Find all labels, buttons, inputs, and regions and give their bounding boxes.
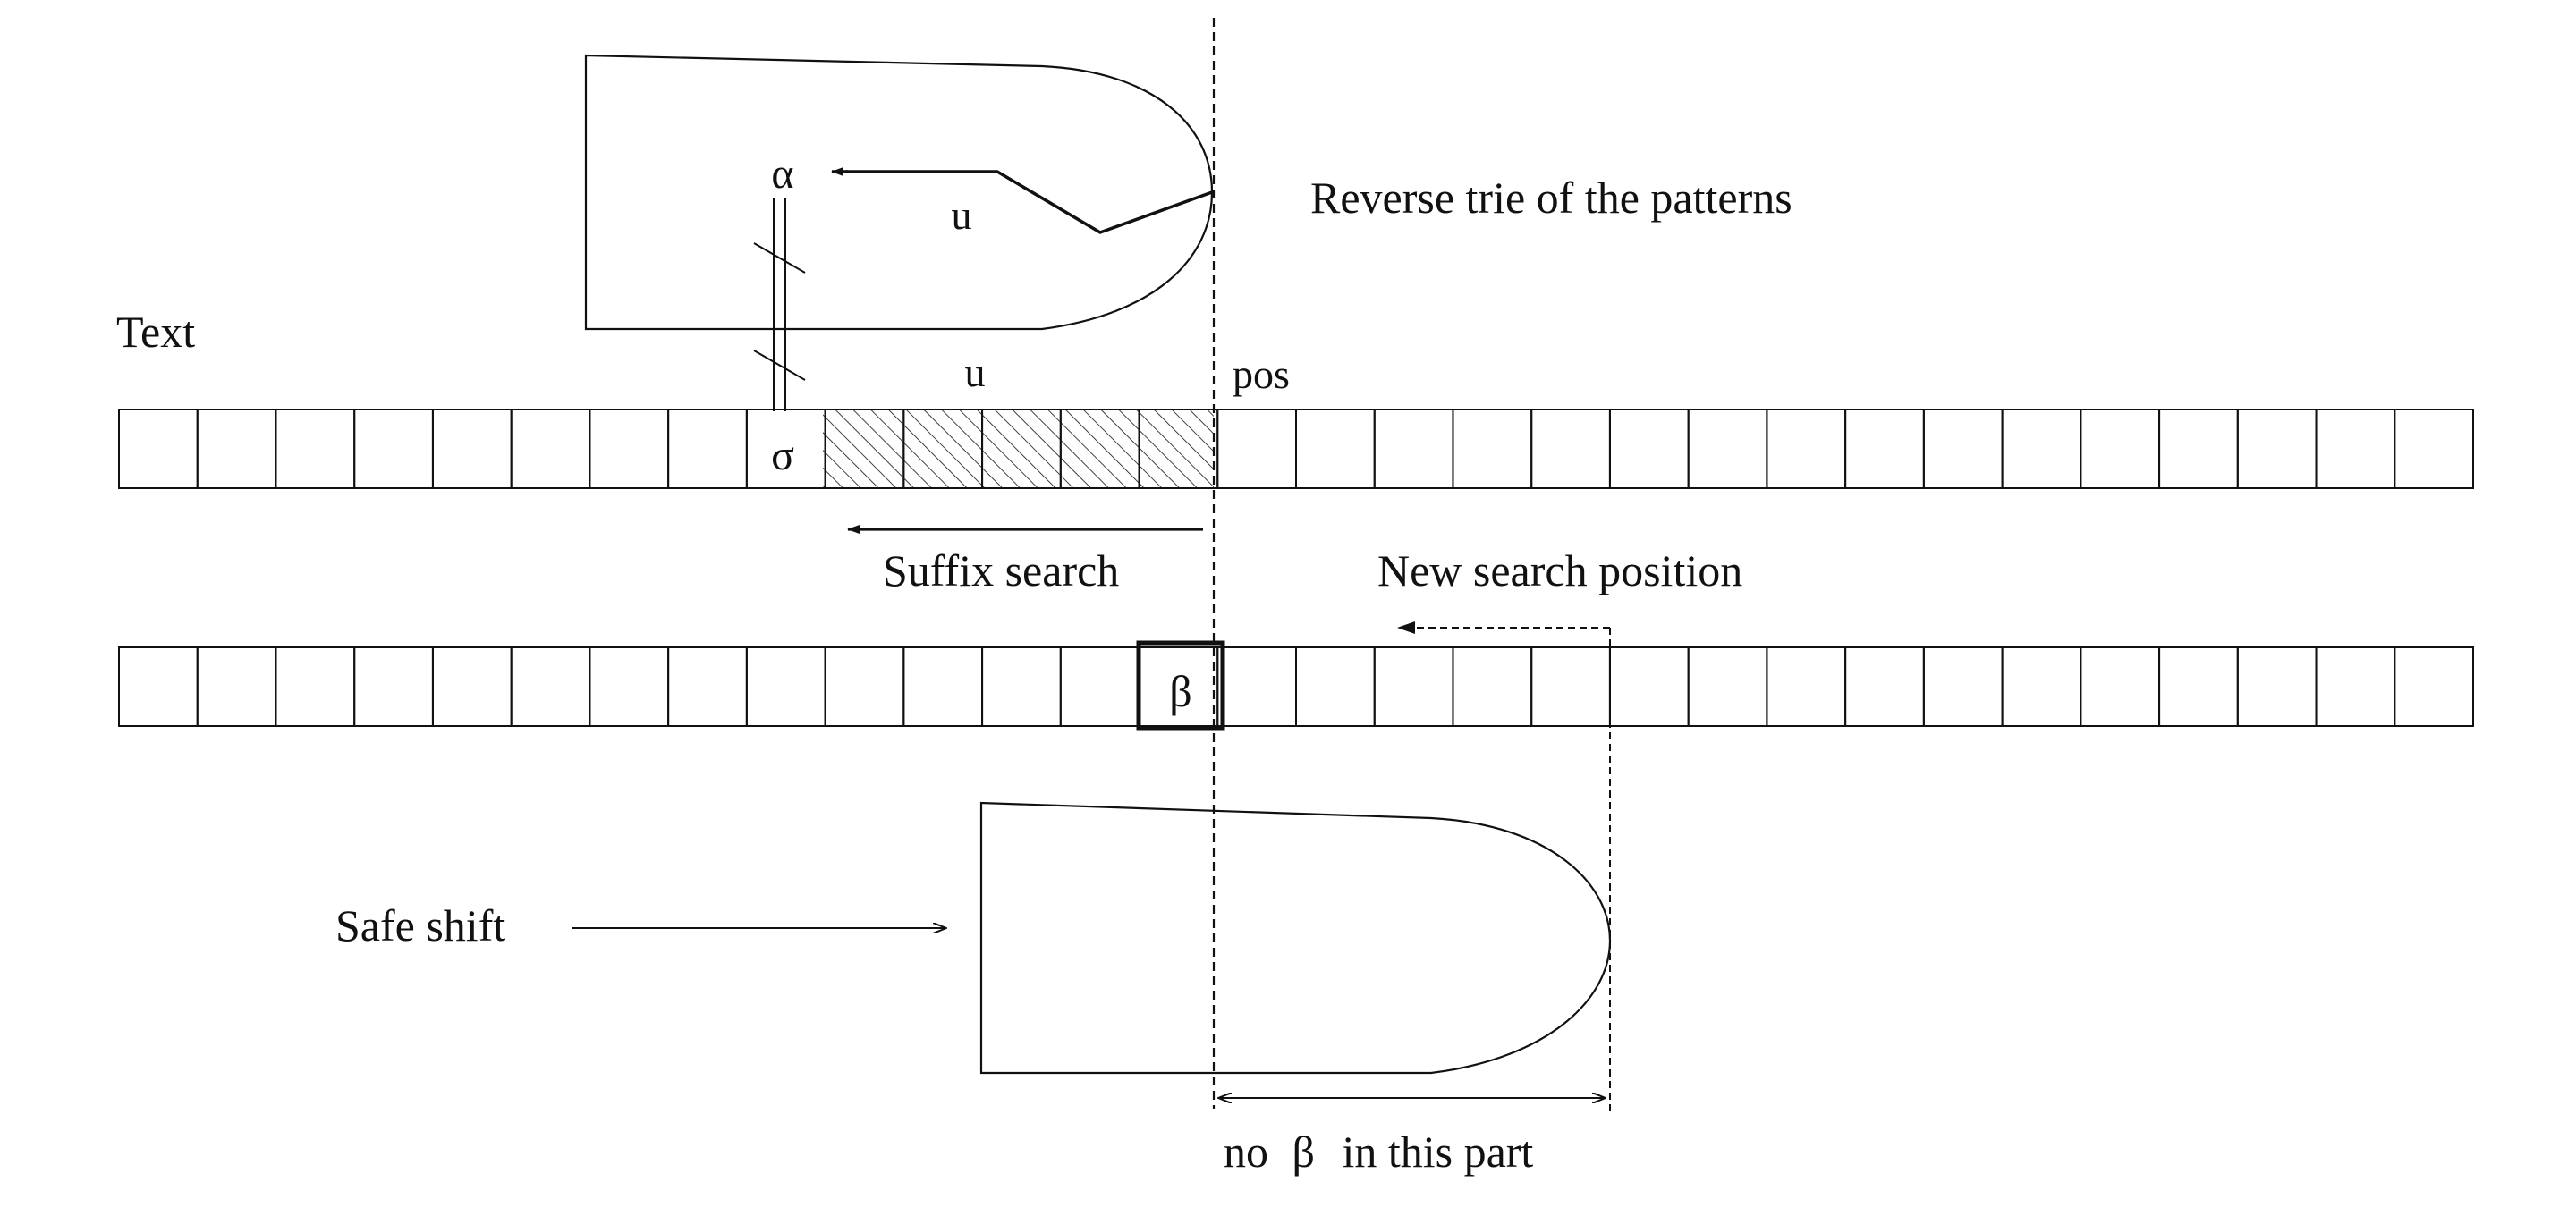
search-cell <box>275 646 356 727</box>
shifted-trie-shape <box>979 801 1612 1075</box>
text-cell <box>589 409 670 489</box>
search-cell <box>1295 646 1376 727</box>
text-cell <box>2315 409 2396 489</box>
pos-label: pos <box>1233 351 1290 397</box>
text-cell <box>667 409 748 489</box>
text-cell <box>1373 409 1454 489</box>
search-cell <box>2001 646 2082 727</box>
text-cell <box>2158 409 2239 489</box>
hatched-suffix-u <box>823 410 1214 488</box>
text-cell <box>1530 409 1611 489</box>
search-cell <box>2236 646 2318 727</box>
search-cell <box>1452 646 1533 727</box>
search-cell <box>2394 646 2475 727</box>
text-cell <box>1766 409 1847 489</box>
text-cell <box>431 409 513 489</box>
no-beta-suffix: in this part <box>1342 1127 1533 1177</box>
suffix-search-label: Suffix search <box>883 545 1119 595</box>
search-cell <box>1766 646 1847 727</box>
search-cell <box>1844 646 1925 727</box>
search-cell <box>1059 646 1140 727</box>
search-cell <box>118 646 199 727</box>
text-cell <box>1687 409 1768 489</box>
trie-u-label: u <box>952 192 972 238</box>
search-cell <box>1216 646 1298 727</box>
text-cell <box>353 409 434 489</box>
search-cell <box>1530 646 1611 727</box>
text-cell <box>1295 409 1376 489</box>
search-cell <box>2315 646 2396 727</box>
trie-path-u <box>845 170 1213 234</box>
alpha-label: α <box>771 150 793 198</box>
search-cell <box>431 646 513 727</box>
text-cell <box>1216 409 1298 489</box>
search-cell <box>667 646 748 727</box>
text-cell <box>2080 409 2161 489</box>
search-row <box>118 646 2475 727</box>
search-cell <box>353 646 434 727</box>
u-above-text: u <box>965 350 986 395</box>
no-beta-label: no β in this part <box>1224 1127 1533 1177</box>
text-row <box>118 409 2475 489</box>
new-search-position-arrowhead <box>1397 621 1415 634</box>
no-beta-prefix: no <box>1224 1127 1268 1177</box>
text-cell <box>118 409 199 489</box>
search-cell <box>1373 646 1454 727</box>
new-search-position-label: New search position <box>1377 545 1742 595</box>
mismatch-slash-upper <box>753 242 806 274</box>
text-cell <box>1844 409 1925 489</box>
text-cell <box>2236 409 2318 489</box>
text-cell <box>2001 409 2082 489</box>
search-cell <box>510 646 591 727</box>
text-cell <box>1608 409 1690 489</box>
search-cell <box>745 646 826 727</box>
reverse-trie-shape <box>584 54 1214 331</box>
sigma-label: σ <box>771 432 794 479</box>
search-cell <box>2158 646 2239 727</box>
text-cell <box>1922 409 2004 489</box>
text-cell <box>510 409 591 489</box>
search-cell <box>196 646 277 727</box>
trie-title: Reverse trie of the patterns <box>1310 173 1792 223</box>
search-cell <box>1922 646 2004 727</box>
text-cell <box>275 409 356 489</box>
text-label: Text <box>116 307 195 357</box>
search-cell <box>2080 646 2161 727</box>
safe-shift-label: Safe shift <box>335 900 505 950</box>
search-cell <box>1687 646 1768 727</box>
text-cell <box>2394 409 2475 489</box>
mismatch-slash-lower <box>753 350 806 381</box>
search-cell <box>902 646 984 727</box>
no-beta-symbol: β <box>1292 1127 1315 1177</box>
search-cell <box>824 646 905 727</box>
search-cell <box>1608 646 1690 727</box>
text-cell <box>196 409 277 489</box>
beta-cell-label: β <box>1169 666 1191 716</box>
beta-cell-highlight <box>1136 640 1225 731</box>
text-cell <box>1452 409 1533 489</box>
search-cell <box>981 646 1062 727</box>
search-cell <box>589 646 670 727</box>
